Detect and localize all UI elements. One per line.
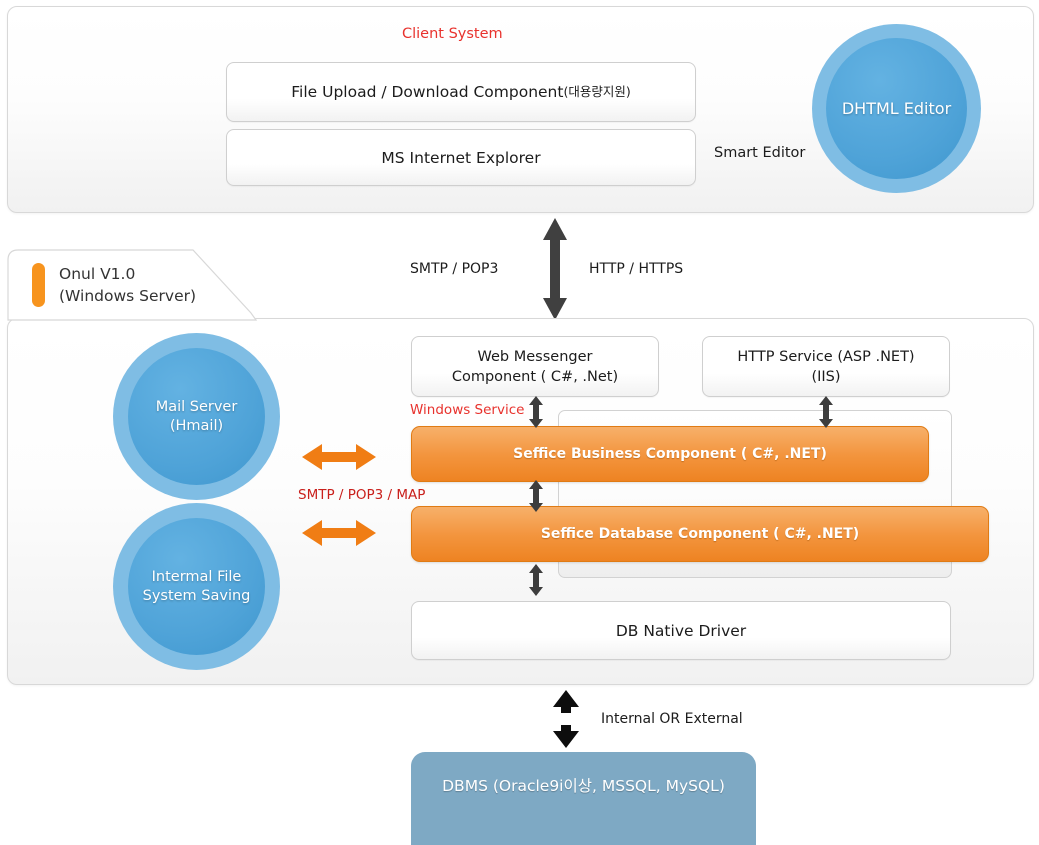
file-system-to-database-arrow [302,520,376,546]
seffice-business-component-box[interactable]: Seffice Business Component ( C#, .NET) [411,426,929,482]
dhtml-editor-core [826,38,967,179]
database-to-driver-arrow [529,564,543,596]
server-tab-title: Onul V1.0 (Windows Server) [59,265,197,305]
windows-service-label: Windows Service [410,402,525,418]
smtp-pop3-map-label: SMTP / POP3 / MAP [298,487,426,503]
server-tab-orange-marker [32,263,45,307]
mail-server-label: Mail Server (Hmail) [155,398,238,434]
seffice-database-component-label: Seffice Database Component ( C#, .NET) [540,526,860,542]
web-messenger-label: Web Messenger Component ( C#, .Net) [451,348,619,385]
dbms-box[interactable]: DBMS (Oracle9i이상, MSSQL, MySQL) [411,752,756,845]
file-upload-download-suffix: (대용량지원) [563,84,631,99]
http-https-connector-label: HTTP / HTTPS [589,261,684,277]
seffice-business-component-label: Seffice Business Component ( C#, .NET) [513,446,827,462]
http-service-to-business-arrow [819,396,833,428]
file-upload-download-component-box[interactable]: File Upload / Download Component (대용량지원) [226,62,696,122]
http-service-box[interactable]: HTTP Service (ASP .NET) (IIS) [702,336,950,397]
mail-server-circle[interactable]: Mail Server (Hmail) [113,333,280,500]
seffice-database-component-box[interactable]: Seffice Database Component ( C#, .NET) [411,506,989,562]
mail-server-core [128,348,265,485]
dbms-label: DBMS (Oracle9i이상, MSSQL, MySQL) [442,777,725,795]
ms-internet-explorer-label: MS Internet Explorer [381,148,541,167]
mail-server-to-business-arrow [302,444,376,470]
dhtml-editor-label: DHTML Editor [841,98,952,118]
http-service-label: HTTP Service (ASP .NET) (IIS) [737,348,915,385]
dhtml-editor-circle[interactable]: DHTML Editor [812,24,981,193]
smart-editor-label: Smart Editor [714,145,806,161]
db-native-driver-box[interactable]: DB Native Driver [411,601,951,660]
client-server-double-arrow [543,218,567,320]
web-messenger-to-business-arrow [529,396,543,428]
db-connection-label: Internal OR External [601,711,743,727]
internal-file-system-circle[interactable]: Intermal File System Saving [113,503,280,670]
db-connection-double-arrow [553,690,579,748]
file-upload-download-label: File Upload / Download Component [291,83,564,101]
internal-file-system-label: Intermal File System Saving [142,568,251,604]
server-tab-shape [7,249,257,321]
ms-internet-explorer-box[interactable]: MS Internet Explorer [226,129,696,186]
internal-file-system-core [128,518,265,655]
db-native-driver-label: DB Native Driver [615,621,747,640]
server-tab: Onul V1.0 (Windows Server) [7,249,257,321]
smtp-pop3-connector-label: SMTP / POP3 [410,261,499,277]
client-system-label: Client System [402,26,503,42]
business-to-database-arrow [529,480,543,512]
web-messenger-component-box[interactable]: Web Messenger Component ( C#, .Net) [411,336,659,397]
